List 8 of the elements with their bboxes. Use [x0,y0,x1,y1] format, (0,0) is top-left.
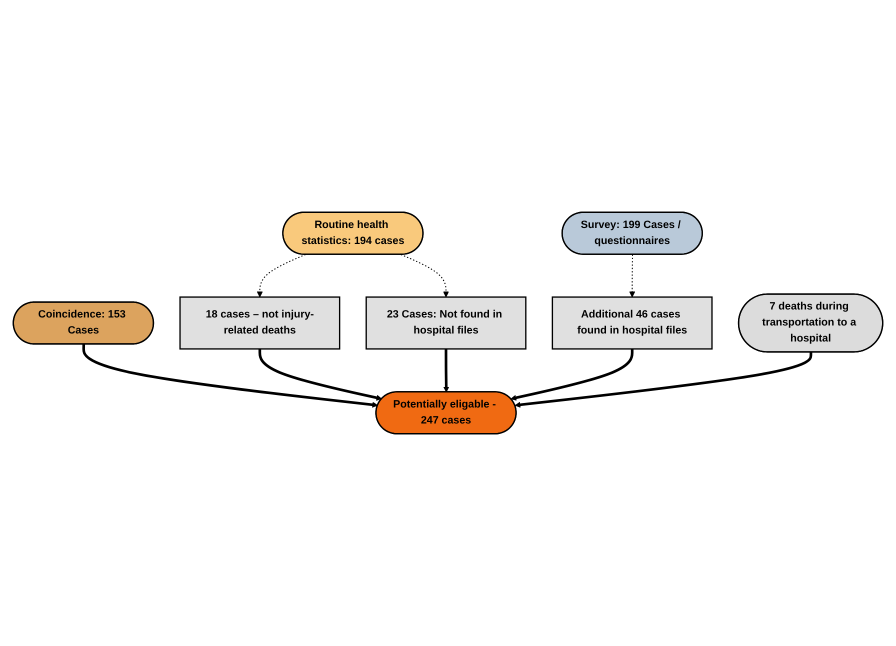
arrow [629,254,636,298]
node-box: 23 Cases: Not found in hospital files [366,296,526,350]
node-box: Additional 46 cases found in hospital files [552,296,713,350]
arrow [82,344,378,408]
node-box: 18 cases – not injury-related deaths [179,296,340,350]
arrow [443,348,450,392]
arrow [510,348,634,401]
arrow [258,348,382,401]
